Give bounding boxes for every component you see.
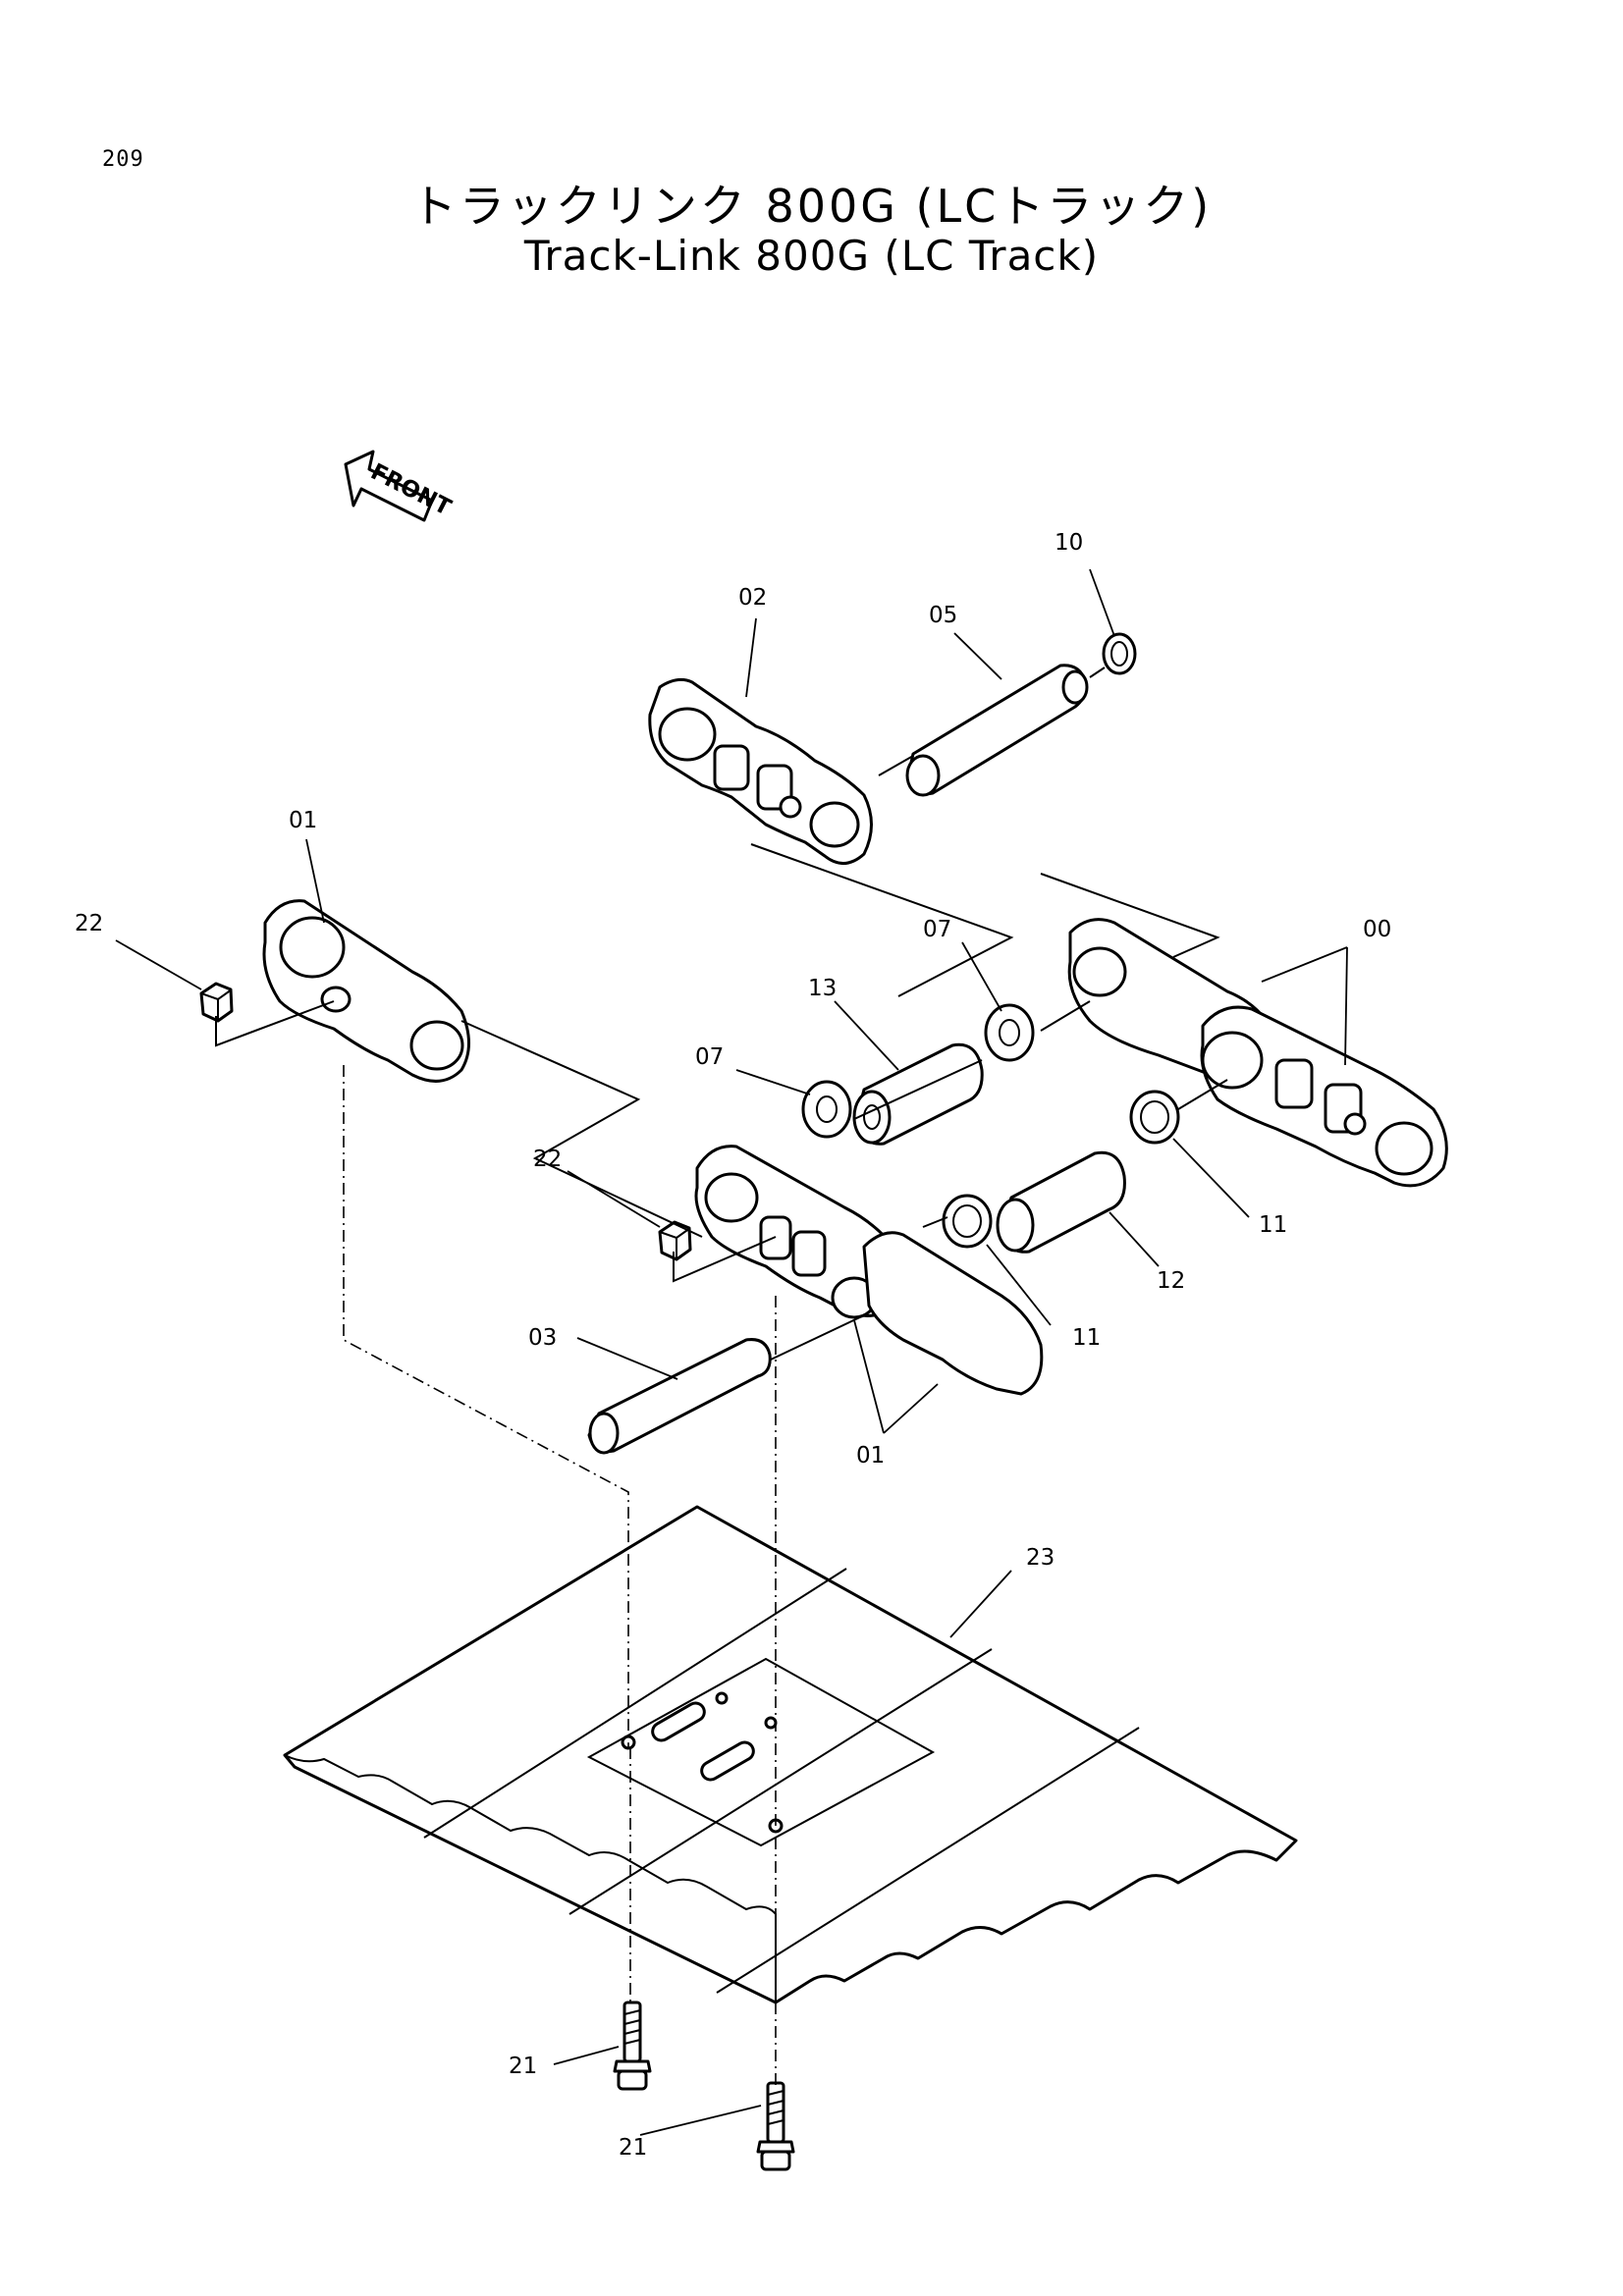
nut-22-middle <box>658 1220 692 1261</box>
callout-07-left: 07 <box>695 1044 724 1070</box>
seal-11-right <box>1129 1090 1180 1145</box>
bolt-21-upper <box>613 2001 652 2091</box>
link-02 <box>648 677 873 865</box>
seal-07-left <box>801 1080 852 1139</box>
seal-11-left <box>942 1194 993 1249</box>
nut-22-left <box>199 982 234 1023</box>
link-01-bottom <box>694 1145 1044 1396</box>
pin-05 <box>905 664 1089 797</box>
callout-01-top: 01 <box>289 808 317 833</box>
track-shoe-23 <box>283 1505 1298 2004</box>
callout-05: 05 <box>929 603 957 628</box>
callout-07-right: 07 <box>923 917 951 942</box>
callout-22-middle: 22 <box>533 1147 562 1172</box>
callout-00: 00 <box>1363 917 1391 942</box>
title-english: Track-Link 800G (LC Track) <box>523 232 1100 280</box>
callout-21-upper: 21 <box>509 2054 537 2079</box>
callout-labels: 10 02 05 01 22 07 00 13 07 22 11 12 11 0… <box>75 530 1391 2161</box>
callout-22-left: 22 <box>75 911 103 936</box>
callout-21-lower: 21 <box>619 2135 647 2161</box>
front-arrow-icon: FRONT <box>344 450 456 522</box>
link-01-top <box>262 899 470 1083</box>
callout-10: 10 <box>1055 530 1083 556</box>
link-00 <box>1067 918 1448 1188</box>
title-japanese: トラックリンク 800G (LCトラック) <box>410 180 1213 233</box>
page-number: 209 <box>102 147 144 172</box>
callout-23: 23 <box>1026 1545 1055 1571</box>
seal-07-right <box>984 1003 1035 1062</box>
callout-13: 13 <box>808 976 837 1001</box>
ring-10 <box>1102 632 1137 675</box>
callout-11-left: 11 <box>1072 1325 1101 1351</box>
bolt-21-lower <box>756 2081 795 2171</box>
bushing-12 <box>996 1150 1126 1254</box>
callout-03: 03 <box>528 1325 557 1351</box>
callout-12: 12 <box>1157 1268 1185 1294</box>
leader-lines <box>115 568 1348 2136</box>
pin-03 <box>587 1338 772 1455</box>
bushing-13 <box>852 1042 984 1146</box>
callout-11-right: 11 <box>1259 1212 1287 1238</box>
callout-01-bottom: 01 <box>856 1443 885 1468</box>
assembly-lines <box>215 667 1228 2086</box>
callout-02: 02 <box>738 585 767 611</box>
